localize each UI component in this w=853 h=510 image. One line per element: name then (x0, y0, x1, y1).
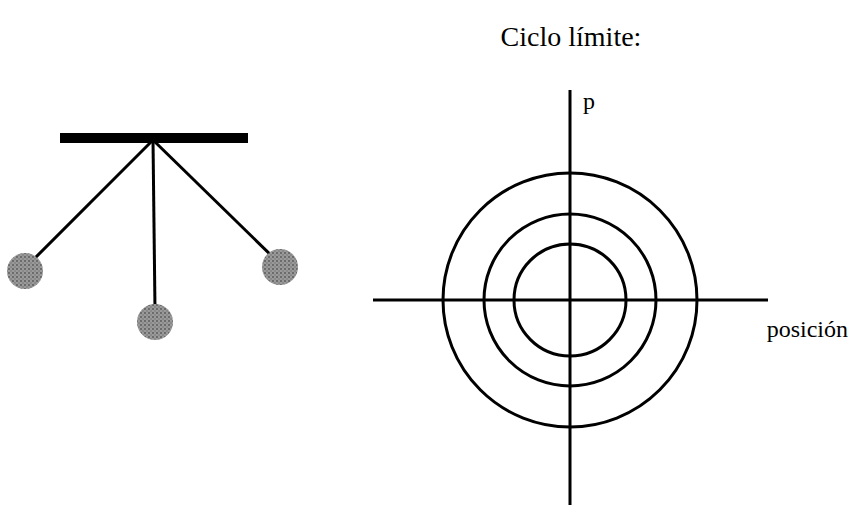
pendulum (7, 133, 298, 340)
pendulum-bob (262, 249, 298, 285)
axis-label: posición (767, 316, 848, 342)
pendulum-string (27, 140, 153, 266)
pendulum-bob (137, 304, 173, 340)
orbit (484, 214, 656, 386)
axis-label: p (583, 88, 595, 114)
phase-portrait (373, 90, 768, 505)
position-axis (373, 299, 768, 302)
orbit (443, 173, 697, 427)
pendulum-string (153, 140, 278, 262)
diagram-title: Ciclo límite: (501, 22, 642, 53)
p-axis (569, 90, 572, 505)
pendulum-bob (7, 253, 43, 289)
orbit (514, 244, 626, 356)
pendulum-string (153, 140, 155, 310)
